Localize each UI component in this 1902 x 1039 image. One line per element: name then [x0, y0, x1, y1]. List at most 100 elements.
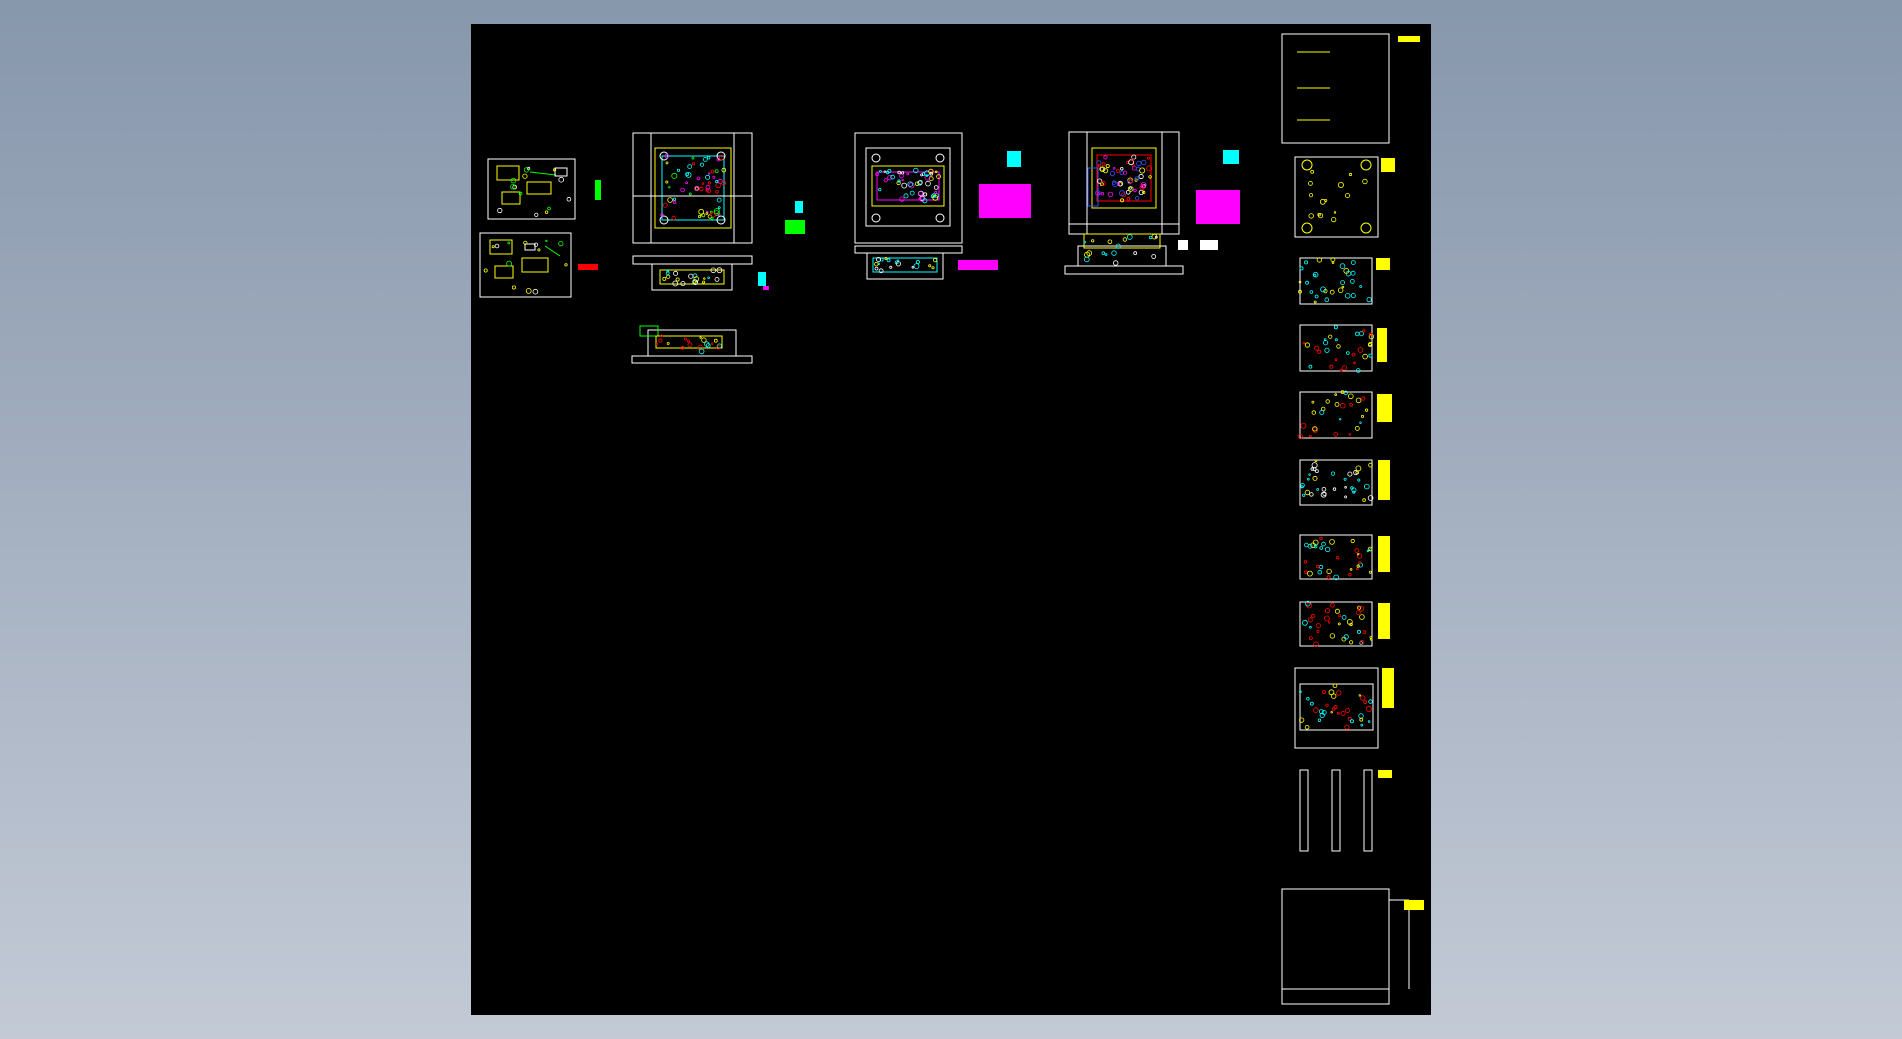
- detail-mark: [716, 345, 721, 350]
- detail-mark: [908, 182, 915, 189]
- detail-mark: [1100, 180, 1106, 186]
- detail-mark: [1363, 700, 1368, 705]
- detail-mark: [909, 190, 915, 196]
- detail-mark: [522, 173, 528, 179]
- detail-mark: [879, 169, 882, 173]
- detail-mark: [1359, 614, 1365, 620]
- detail-mark: [890, 174, 895, 180]
- detail-mark: [1111, 180, 1117, 185]
- detail-mark: [918, 191, 923, 196]
- assembly-thumbnail-2[interactable]: [479, 232, 572, 298]
- mold-assembly-2-section-view[interactable]: [854, 245, 963, 280]
- detail-mark: [914, 181, 920, 186]
- detail-mark: [1105, 164, 1110, 169]
- part-plate-7[interactable]: [1299, 534, 1390, 580]
- drawing-detail-marks: [483, 153, 1375, 730]
- detail-mark: [1351, 352, 1356, 357]
- part-plate-6[interactable]: [1299, 459, 1390, 506]
- detail-mark: [564, 263, 568, 267]
- detail-mark: [658, 338, 663, 343]
- detail-mark: [1308, 213, 1314, 219]
- part-plate-1[interactable]: [1281, 33, 1420, 144]
- detail-mark: [1334, 358, 1338, 362]
- detail-mark: [1138, 189, 1144, 195]
- detail-mark: [913, 167, 919, 174]
- ejector-pins[interactable]: [1299, 769, 1392, 852]
- part-plate-2[interactable]: [1294, 156, 1395, 238]
- detail-mark: [933, 185, 939, 190]
- detail-mark: [1120, 166, 1124, 171]
- detail-mark: [1308, 364, 1313, 369]
- detail-mark: [1127, 186, 1134, 192]
- detail-mark: [666, 274, 671, 279]
- detail-mark: [1366, 296, 1372, 303]
- detail-mark: [1129, 179, 1134, 184]
- detail-mark: [666, 269, 670, 273]
- detail-mark: [705, 174, 711, 180]
- detail-mark: [534, 212, 539, 217]
- detail-mark: [1365, 408, 1369, 412]
- detail-mark: [1319, 198, 1326, 205]
- detail-mark: [672, 197, 677, 201]
- part-plate-10[interactable]: [1281, 888, 1424, 1005]
- detail-mark: [702, 156, 708, 162]
- detail-mark: [932, 257, 938, 263]
- detail-mark: [899, 196, 905, 202]
- detail-mark: [1099, 166, 1106, 172]
- detail-mark: [897, 170, 901, 175]
- detail-mark: [1353, 361, 1356, 365]
- detail-mark: [665, 180, 669, 184]
- detail-mark: [1359, 717, 1364, 722]
- detail-mark: [705, 210, 709, 214]
- part-plate-4[interactable]: [1299, 324, 1387, 372]
- detail-mark: [687, 164, 693, 170]
- detail-mark: [1356, 553, 1360, 556]
- detail-mark: [710, 267, 717, 274]
- assembly-thumbnail-1[interactable]: [487, 158, 576, 220]
- mold-assembly-1-plan-view[interactable]: [632, 132, 753, 244]
- detail-mark: [675, 277, 680, 282]
- detail-mark: [1120, 198, 1125, 203]
- detail-mark: [691, 156, 695, 160]
- detail-mark: [1304, 570, 1308, 574]
- detail-mark: [684, 337, 688, 341]
- detail-mark: [511, 285, 516, 290]
- detail-mark: [928, 264, 932, 268]
- detail-mark: [1337, 622, 1341, 626]
- detail-mark: [1362, 329, 1366, 333]
- detail-mark: [718, 155, 725, 161]
- mold-assembly-2-plan-view[interactable]: [854, 132, 963, 244]
- detail-mark: [1360, 723, 1364, 727]
- detail-mark: [1305, 600, 1311, 607]
- detail-mark: [1316, 630, 1320, 634]
- detail-mark: [1350, 260, 1356, 266]
- detail-mark: [1324, 615, 1330, 622]
- detail-mark: [1333, 325, 1338, 330]
- detail-mark: [887, 168, 892, 173]
- detail-mark: [680, 345, 685, 350]
- detail-mark: [1313, 273, 1317, 277]
- detail-mark: [1314, 459, 1318, 463]
- detail-mark: [558, 176, 564, 183]
- detail-mark: [1333, 574, 1339, 581]
- detail-mark: [1356, 567, 1359, 571]
- detail-mark: [1330, 693, 1337, 699]
- detail-mark: [1334, 393, 1337, 396]
- detail-mark: [1338, 418, 1342, 421]
- mold-assembly-1-section-view[interactable]: [632, 255, 753, 291]
- part-plate-8[interactable]: [1299, 601, 1390, 647]
- detail-mark: [707, 181, 712, 185]
- detail-mark: [1330, 602, 1335, 608]
- detail-mark: [1308, 193, 1314, 198]
- mold-assembly-1-side-view[interactable]: [631, 325, 753, 364]
- detail-mark: [1356, 553, 1363, 559]
- detail-mark: [1340, 402, 1346, 409]
- detail-mark: [1298, 289, 1302, 294]
- drawing-sheet[interactable]: [471, 24, 1431, 1015]
- part-plate-5[interactable]: [1299, 391, 1392, 439]
- detail-mark: [566, 196, 572, 202]
- detail-mark: [1344, 485, 1347, 489]
- detail-mark: [655, 342, 659, 346]
- detail-mark: [666, 342, 670, 345]
